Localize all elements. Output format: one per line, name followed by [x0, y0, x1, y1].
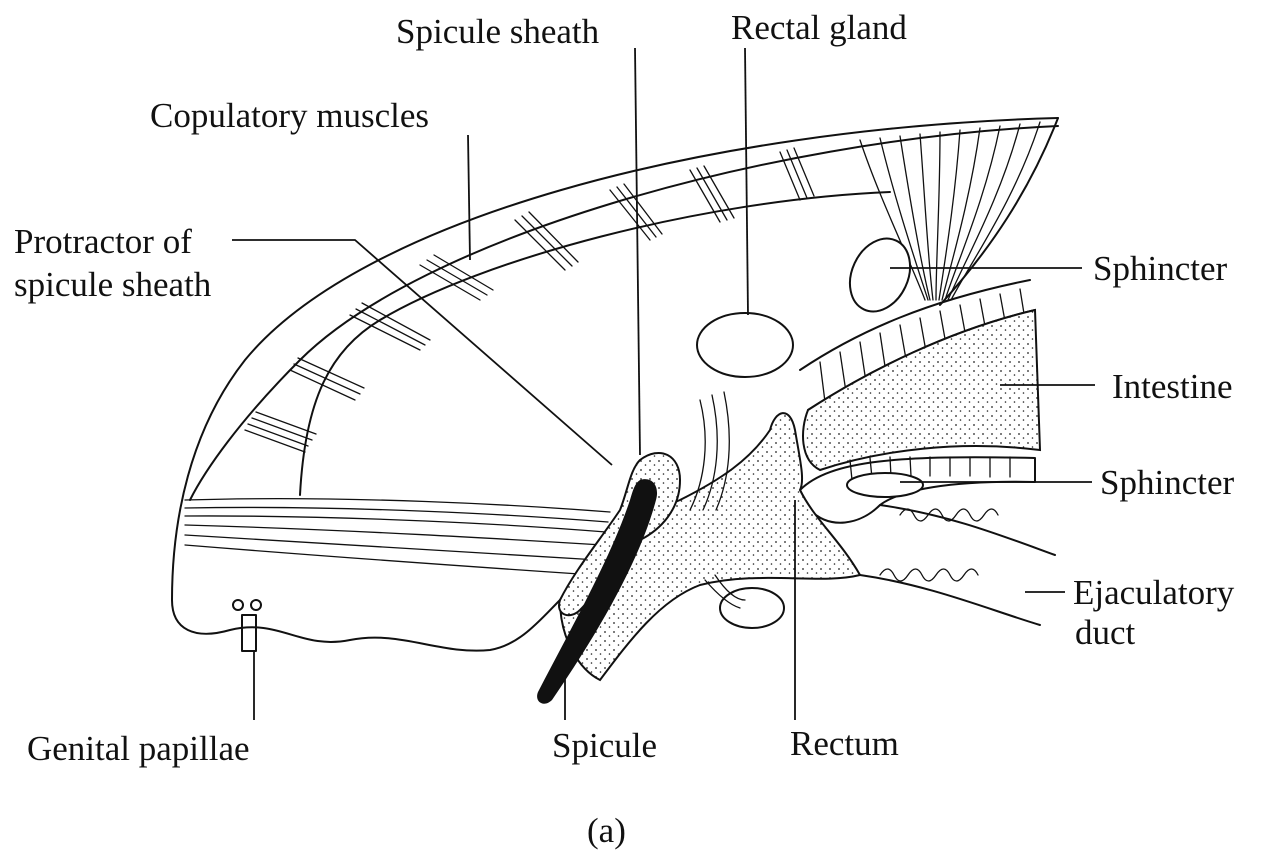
rectal-gland — [697, 313, 793, 377]
protractor-muscle-fibres — [185, 499, 610, 575]
label-ejaculatory-line1: Ejaculatory — [1073, 573, 1235, 612]
genital-papillae — [233, 600, 261, 651]
label-protractor-line2: spicule sheath — [14, 265, 212, 304]
label-copulatory-muscles: Copulatory muscles — [150, 96, 429, 135]
label-spicule-sheath: Spicule sheath — [396, 12, 600, 51]
intestine-lumen — [803, 310, 1040, 470]
label-rectal-gland: Rectal gland — [731, 8, 907, 47]
sphincter-gland-lower — [847, 473, 923, 497]
label-rectum: Rectum — [790, 724, 899, 763]
label-intestine: Intestine — [1112, 367, 1233, 406]
ventral-gland — [720, 588, 784, 628]
label-sphincter-upper: Sphincter — [1093, 249, 1227, 288]
figure-caption: (a) — [587, 811, 626, 850]
label-spicule: Spicule — [552, 726, 657, 765]
label-sphincter-lower: Sphincter — [1100, 463, 1234, 502]
label-genital-papillae: Genital papillae — [27, 729, 250, 768]
ejaculatory-duct — [860, 505, 1055, 625]
label-ejaculatory-line2: duct — [1075, 613, 1136, 652]
copulatory-muscle-bands — [245, 148, 814, 452]
label-protractor-line1: Protractor of — [14, 222, 192, 261]
